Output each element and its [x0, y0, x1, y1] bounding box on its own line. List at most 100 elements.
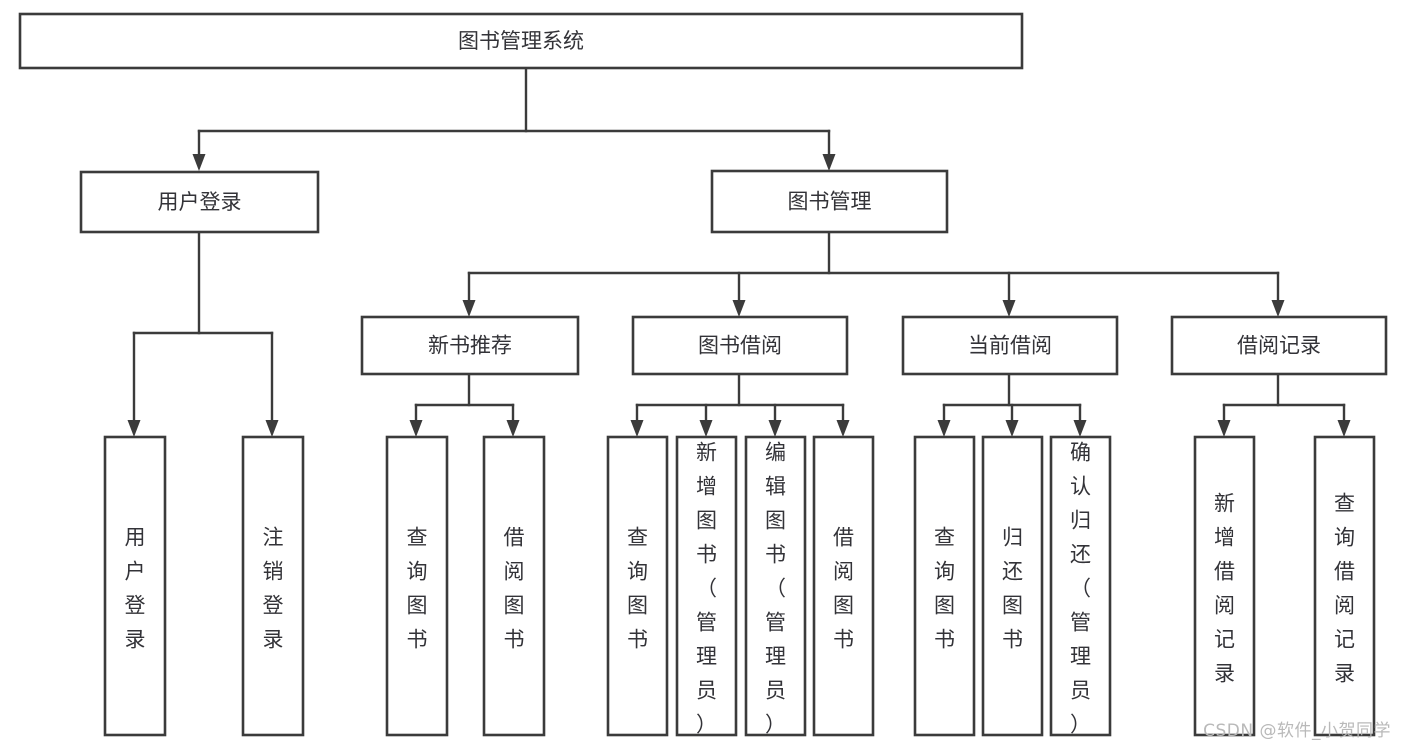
node-box[interactable]: [241, 435, 305, 737]
node-label-char: 书: [934, 628, 955, 652]
node-label: 查询图书: [627, 526, 648, 652]
arrow-head-icon: [1217, 420, 1231, 437]
node-label-char: 询: [934, 560, 955, 584]
node-box[interactable]: [482, 435, 546, 737]
node-box[interactable]: [103, 435, 167, 737]
node-box[interactable]: [1170, 315, 1388, 376]
node-book-manage[interactable]: 图书管理: [710, 169, 949, 234]
connector-group-currentborrow-to-leaves: [937, 372, 1087, 437]
node-new-book-rec[interactable]: 新书推荐: [360, 315, 580, 376]
node-box[interactable]: [901, 315, 1119, 376]
node-leaf-user-login[interactable]: 用户登录: [103, 435, 167, 737]
node-label-char: 记: [1214, 628, 1235, 652]
arrow-head-icon: [462, 300, 476, 317]
node-box[interactable]: [385, 435, 449, 737]
node-leaf-query-book-a[interactable]: 查询图书: [385, 435, 449, 737]
node-leaf-edit-book[interactable]: 编辑图书（管理员）: [744, 435, 807, 737]
node-leaf-query-record[interactable]: 查询借阅记录: [1313, 435, 1376, 737]
node-label-char: 理: [765, 645, 786, 669]
node-label-char: 书: [765, 543, 786, 567]
node-label-char: 询: [627, 560, 648, 584]
node-label: 查询图书: [934, 526, 955, 652]
node-box[interactable]: [18, 12, 1024, 70]
node-label-char: 认: [1070, 475, 1091, 499]
node-label-char: 借: [1214, 560, 1235, 584]
node-leaf-borrow-book-b[interactable]: 借阅图书: [812, 435, 875, 737]
node-label-char: 查: [407, 526, 428, 550]
node-label-char: 辑: [765, 475, 786, 499]
node-label: 用户登录: [158, 190, 242, 214]
node-leaf-query-book-c[interactable]: 查询图书: [913, 435, 976, 737]
node-label: 新增图书（管理员）: [696, 441, 717, 737]
node-box[interactable]: [675, 435, 738, 737]
node-borrow-record[interactable]: 借阅记录: [1170, 315, 1388, 376]
node-label-char: 借: [1334, 560, 1355, 584]
arrow-head-icon: [1073, 420, 1087, 437]
node-leaf-add-book[interactable]: 新增图书（管理员）: [675, 435, 738, 737]
arrow-head-icon: [732, 300, 746, 317]
node-label-char: 确: [1070, 441, 1091, 465]
node-leaf-add-record[interactable]: 新增借阅记录: [1193, 435, 1256, 737]
arrow-head-icon: [768, 420, 782, 437]
arrow-head-icon: [630, 420, 644, 437]
node-label-char: 录: [125, 628, 146, 652]
node-label-char: 借: [833, 526, 854, 550]
node-box[interactable]: [79, 170, 320, 234]
connector-group-newbook-to-leaves: [409, 372, 520, 437]
node-label-char: 查: [1334, 492, 1355, 516]
node-label-char: 还: [1070, 543, 1091, 567]
arrow-head-icon: [506, 420, 520, 437]
node-label-char: 用: [125, 526, 146, 550]
node-label-char: 图: [504, 594, 525, 618]
node-label: 确认归还（管理员）: [1070, 441, 1091, 737]
node-leaf-confirm-return[interactable]: 确认归还（管理员）: [1049, 435, 1112, 737]
node-book-borrow[interactable]: 图书借阅: [631, 315, 849, 376]
node-label-char: 阅: [504, 560, 525, 584]
node-label-char: 书: [407, 628, 428, 652]
node-label-char: 增: [1214, 526, 1235, 550]
node-box[interactable]: [710, 169, 949, 234]
node-box[interactable]: [1313, 435, 1376, 737]
node-label-char: 增: [696, 475, 717, 499]
node-label-char: 注: [263, 526, 284, 550]
node-box[interactable]: [913, 435, 976, 737]
node-label-char: 登: [125, 594, 146, 618]
node-label: 编辑图书（管理员）: [765, 441, 786, 737]
node-label: 借阅记录: [1237, 334, 1321, 358]
node-leaf-logout[interactable]: 注销登录: [241, 435, 305, 737]
node-box[interactable]: [812, 435, 875, 737]
node-label-char: 图: [934, 594, 955, 618]
node-user-login[interactable]: 用户登录: [79, 170, 320, 234]
node-leaf-query-book-b[interactable]: 查询图书: [606, 435, 669, 737]
nodes-layer: 图书管理系统用户登录图书管理新书推荐图书借阅当前借阅借阅记录用户登录注销登录查询…: [18, 12, 1388, 737]
arrow-head-icon: [822, 154, 836, 171]
node-label-char: 查: [934, 526, 955, 550]
node-label-char: 录: [1334, 662, 1355, 686]
node-label: 查询图书: [407, 526, 428, 652]
node-label-char: 归: [1002, 526, 1023, 550]
node-label: 用户登录: [125, 526, 146, 652]
node-box[interactable]: [606, 435, 669, 737]
node-leaf-borrow-book-a[interactable]: 借阅图书: [482, 435, 546, 737]
node-box[interactable]: [744, 435, 807, 737]
node-label-char: 图: [627, 594, 648, 618]
node-box[interactable]: [360, 315, 580, 376]
node-current-borrow[interactable]: 当前借阅: [901, 315, 1119, 376]
node-box[interactable]: [1049, 435, 1112, 737]
node-leaf-return-book[interactable]: 归还图书: [981, 435, 1044, 737]
node-label: 图书管理: [788, 190, 872, 214]
node-box[interactable]: [631, 315, 849, 376]
node-label-char: 录: [1214, 662, 1235, 686]
node-box[interactable]: [981, 435, 1044, 737]
node-label: 归还图书: [1002, 526, 1023, 652]
node-box[interactable]: [1193, 435, 1256, 737]
node-label-char: 书: [1002, 628, 1023, 652]
node-label: 图书借阅: [698, 334, 782, 358]
node-label-char: 图: [696, 509, 717, 533]
node-label-char: 管: [765, 611, 786, 635]
arrow-head-icon: [192, 154, 206, 171]
node-label-char: 阅: [833, 560, 854, 584]
node-root[interactable]: 图书管理系统: [18, 12, 1024, 70]
node-label-char: 员: [765, 679, 786, 703]
arrow-head-icon: [1271, 300, 1285, 317]
